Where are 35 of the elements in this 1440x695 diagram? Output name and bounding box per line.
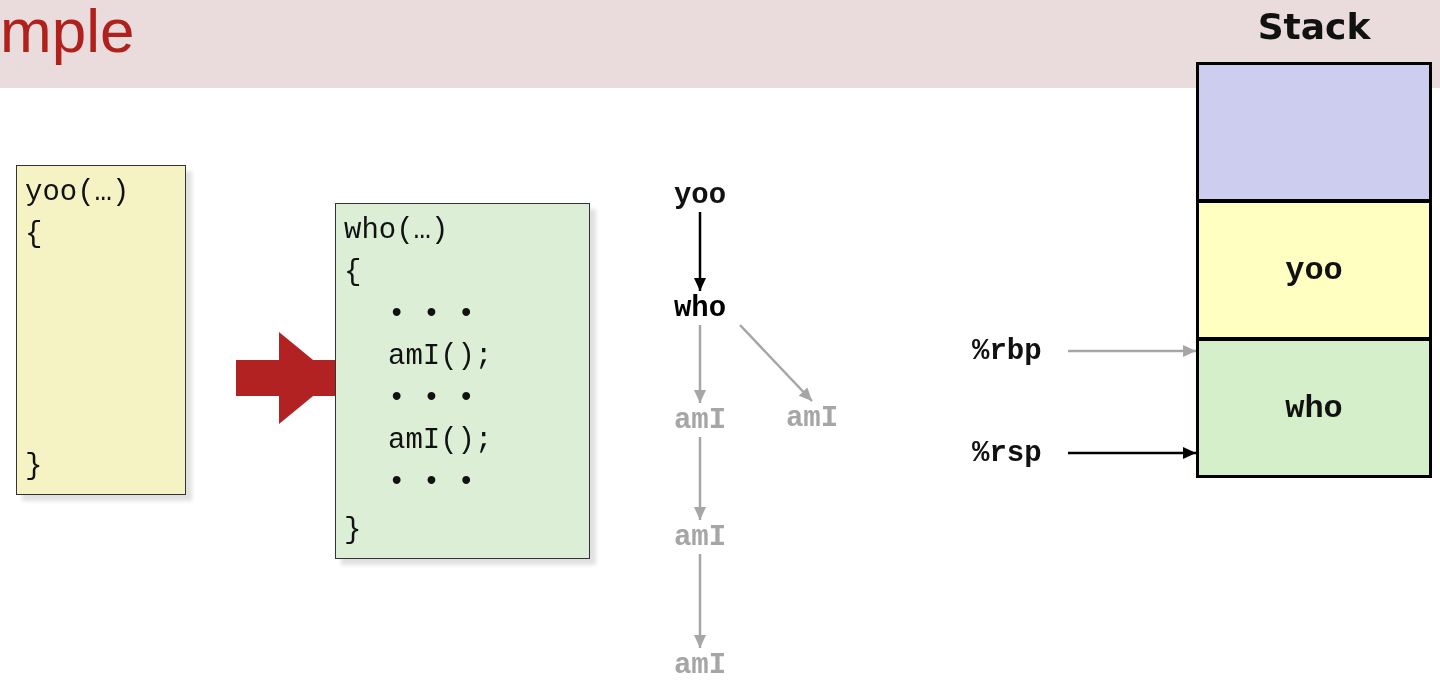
call-tree-label: amI — [650, 520, 750, 554]
arrow — [694, 325, 706, 403]
arrow — [1068, 345, 1196, 357]
call-tree-label: amI — [650, 648, 750, 682]
block-arrow — [236, 332, 335, 424]
arrow — [694, 437, 706, 520]
arrow — [739, 324, 813, 402]
code-line: amI(); — [387, 339, 493, 375]
call-tree-label: who — [650, 291, 750, 325]
code-line: yoo(…) — [25, 175, 130, 211]
call-tree-label: yoo — [650, 178, 750, 212]
register-label: %rbp — [972, 334, 1068, 368]
stack-heading: Stack — [1256, 5, 1372, 49]
stack-frame-empty — [1196, 62, 1432, 202]
code-line: } — [344, 513, 362, 549]
stack-frame — [1196, 338, 1432, 478]
code-line: • • • — [387, 381, 475, 417]
frame-label: yoo — [1285, 251, 1343, 289]
code-line: • • • — [387, 297, 475, 333]
call-tree-label: amI — [762, 401, 862, 435]
code-line: { — [344, 255, 362, 291]
arrow — [694, 554, 706, 648]
call-tree-label: amI — [650, 403, 750, 437]
code-card — [16, 165, 186, 495]
code-line: amI(); — [387, 423, 493, 459]
arrow — [1068, 447, 1196, 459]
arrow — [694, 212, 706, 291]
frame-label: who — [1285, 389, 1343, 427]
code-card — [335, 203, 590, 559]
code-line: } — [25, 449, 43, 485]
code-line: • • • — [387, 465, 475, 501]
code-line: who(…) — [344, 213, 449, 249]
register-label: %rsp — [972, 436, 1068, 470]
stack-frame — [1196, 200, 1432, 340]
code-line: { — [25, 217, 43, 253]
